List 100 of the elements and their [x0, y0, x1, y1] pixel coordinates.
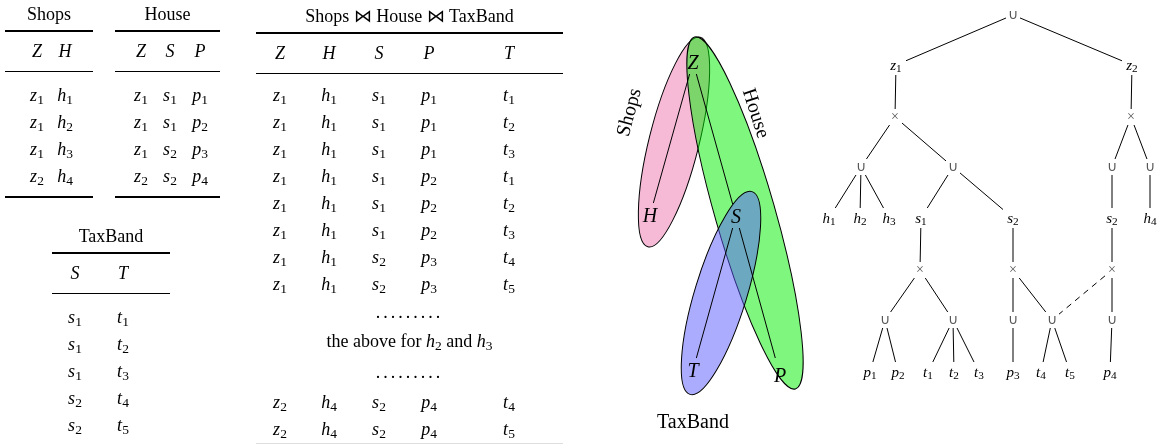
table-cell-text: s$_{1}$	[372, 111, 386, 136]
connector	[865, 124, 891, 160]
table-cell-text: h$_{3}$	[57, 138, 73, 163]
operator-symbol: ×	[888, 109, 902, 125]
connector	[1019, 17, 1123, 62]
connector	[932, 327, 950, 363]
operator-symbol: ∪	[1006, 312, 1020, 328]
table-cell-text: t$_{2}$	[503, 111, 515, 136]
table-cell-text: t$_{3}$	[117, 360, 129, 385]
table-cell-text: s$_{2}$	[372, 246, 386, 271]
connector	[1109, 327, 1113, 363]
table-cell-text: z$_{1}$	[30, 138, 44, 163]
table-cell-text: z$_{1}$	[134, 84, 148, 109]
table-cell-text: t$_{5}$	[503, 273, 515, 298]
column-header: Z	[136, 40, 146, 63]
table-cell-text: s$_{2}$	[372, 418, 386, 443]
table-cell-text: z$_{1}$	[273, 192, 287, 217]
table-cell-text: t$_{1}$	[117, 306, 129, 331]
value-label: p$_{2}$	[888, 362, 908, 382]
table-cell-text: h$_{1}$	[321, 138, 337, 163]
table-cell-text: h$_{1}$	[321, 246, 337, 271]
connector	[1111, 227, 1113, 263]
table-cell-text: z$_{1}$	[30, 84, 44, 109]
table-cell-text: s$_{1}$	[68, 306, 82, 331]
table-cell-text: z$_{1}$	[30, 111, 44, 136]
connector	[1114, 124, 1129, 160]
table-title: House	[144, 3, 191, 26]
connector	[1012, 227, 1014, 263]
table-title: Shops	[27, 3, 71, 26]
table-cell-text: h$_{4}$	[321, 418, 337, 443]
table-cell-text: z$_{1}$	[273, 273, 287, 298]
operator-symbol: ∪	[1143, 159, 1157, 175]
attribute-vertex: Z	[683, 50, 703, 74]
value-label: p$_{4}$	[1100, 362, 1120, 382]
operator-symbol: ∪	[1006, 7, 1020, 23]
table-cell-text: t$_{4}$	[503, 246, 515, 271]
table-cell-text: p$_{1}$	[421, 84, 437, 109]
table-cell-text: s$_{1}$	[372, 138, 386, 163]
dashed-connector	[1058, 275, 1106, 315]
value-label: t$_{2}$	[944, 362, 964, 382]
connector	[1149, 174, 1151, 209]
ellipsis: .........	[375, 362, 444, 381]
table-cell-text: s$_{2}$	[68, 387, 82, 412]
table-cell-text: t$_{3}$	[503, 219, 515, 244]
operator-symbol: ∪	[878, 312, 892, 328]
connector	[905, 17, 1007, 62]
value-label: s$_{2}$	[1102, 208, 1122, 228]
attribute-vertex: H	[640, 203, 660, 227]
table-title: Shops ⋈ House ⋈ TaxBand	[305, 5, 514, 28]
connector	[738, 227, 776, 359]
column-header: S	[70, 262, 80, 285]
operator-symbol: ∪	[946, 159, 960, 175]
connector	[924, 277, 949, 313]
table-cell-text: s$_{2}$	[68, 414, 82, 439]
connector	[886, 327, 896, 363]
table-cell-text: p$_{2}$	[421, 192, 437, 217]
table-cell-text: t$_{3}$	[503, 138, 515, 163]
table-cell-text: t$_{5}$	[503, 418, 515, 443]
connector	[901, 122, 947, 162]
connector	[1133, 124, 1148, 160]
value-label: h$_{3}$	[879, 208, 899, 228]
connector	[919, 227, 922, 263]
table-cell-text: h$_{2}$	[57, 111, 73, 136]
table-cell-text: z$_{1}$	[273, 246, 287, 271]
ellipsis: .........	[375, 302, 444, 321]
column-header: S	[165, 40, 175, 63]
value-label: t$_{3}$	[969, 362, 989, 382]
table-note: the above for h$_{2}$ and h$_{3}$	[326, 330, 493, 355]
table-title: TaxBand	[78, 225, 144, 248]
operator-symbol: ∪	[946, 312, 960, 328]
connector	[890, 277, 915, 313]
table-cell-text: s$_{1}$	[163, 111, 177, 136]
connector	[834, 174, 857, 209]
value-label: h$_{2}$	[850, 208, 870, 228]
table-cell-text: p$_{1}$	[192, 84, 208, 109]
table-cell-text: z$_{1}$	[273, 84, 287, 109]
table-cell-text: p$_{2}$	[421, 219, 437, 244]
column-header: P	[194, 40, 206, 63]
table-cell-text: p$_{2}$	[421, 165, 437, 190]
connector	[695, 73, 734, 205]
column-header: H	[322, 42, 336, 65]
table-cell-text: z$_{1}$	[273, 219, 287, 244]
value-label: t$_{4}$	[1031, 362, 1051, 382]
connector	[1130, 74, 1133, 110]
table-cell-text: h$_{1}$	[321, 84, 337, 109]
connector	[1054, 327, 1068, 363]
set-label: TaxBand	[657, 411, 729, 431]
set-label: House	[739, 85, 775, 141]
table-cell-text: s$_{1}$	[163, 84, 177, 109]
connector	[864, 174, 884, 209]
table-cell-text: s$_{2}$	[163, 165, 177, 190]
table-cell-text: z$_{2}$	[273, 418, 287, 443]
operator-symbol: ×	[1006, 262, 1020, 278]
table-cell-text: t$_{5}$	[117, 414, 129, 439]
operator-symbol: ∪	[1105, 159, 1119, 175]
connector	[652, 73, 691, 204]
column-header: T	[118, 262, 128, 285]
table-cell-text: h$_{1}$	[321, 219, 337, 244]
connector	[1042, 327, 1051, 363]
connector	[1111, 174, 1113, 209]
